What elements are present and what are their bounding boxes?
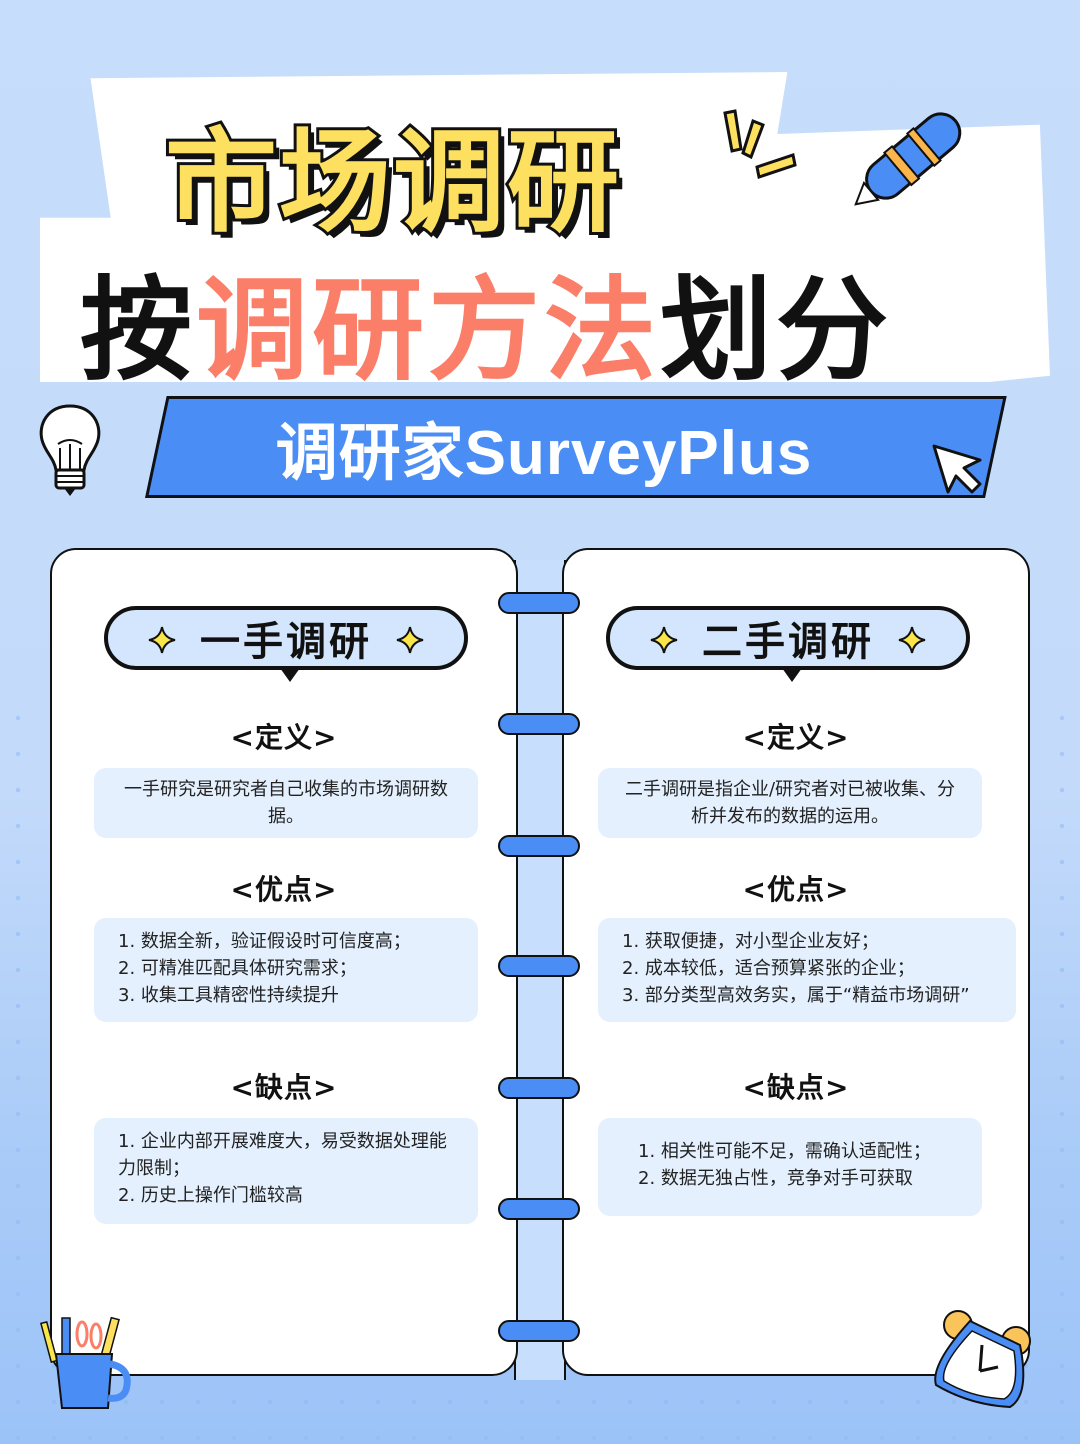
- cursor-arrow-icon: [932, 444, 982, 494]
- cons-item: 1. 相关性可能不足，需确认适配性；: [638, 1141, 931, 1162]
- cons-heading: <缺点>: [230, 1071, 338, 1104]
- pros-item: 3. 部分类型高效务实，属于“精益市场调研”: [622, 985, 970, 1006]
- brand-banner: 调研家SurveyPlus: [275, 419, 813, 488]
- lightbulb-icon: [39, 404, 101, 496]
- cons-item: 2. 历史上操作门槛较高: [118, 1185, 303, 1206]
- cons-item: 1. 企业内部开展难度大，易受数据处理能力限制；: [118, 1131, 447, 1179]
- definition-box: 一手研究是研究者自己收集的市场调研数据。: [94, 768, 478, 838]
- pros-item: 3. 收集工具精密性持续提升: [118, 985, 339, 1006]
- secondary-research-title: 二手调研: [702, 619, 874, 665]
- binder-ring: [498, 1198, 580, 1220]
- pros-box: 1. 数据全新，验证假设时可信度高； 2. 可精准匹配具体研究需求； 3. 收集…: [94, 918, 478, 1022]
- subtitle: 按调研方法划分: [80, 240, 892, 402]
- binder-ring: [498, 592, 580, 614]
- cons-heading: <缺点>: [742, 1071, 850, 1104]
- definition-heading: <定义>: [230, 721, 338, 754]
- primary-research-title: 一手调研: [200, 619, 372, 665]
- pros-item: 1. 获取便捷，对小型企业友好；: [622, 931, 879, 952]
- primary-research-card: 一手调研 <定义> 一手研究是研究者自己收集的市场调研数据。 <优点> 1. 数…: [50, 548, 518, 1376]
- pros-item: 1. 数据全新，验证假设时可信度高；: [118, 931, 411, 952]
- pros-item: 2. 可精准匹配具体研究需求；: [118, 958, 357, 979]
- cons-box: 1. 企业内部开展难度大，易受数据处理能力限制； 2. 历史上操作门槛较高: [94, 1118, 478, 1224]
- primary-research-title-bubble: 一手调研: [104, 606, 468, 682]
- main-title: 市场调研: [162, 115, 622, 251]
- pencil-cup-icon: [40, 1316, 131, 1409]
- cons-box: 1. 相关性可能不足，需确认适配性； 2. 数据无独占性，竞争对手可获取: [598, 1118, 982, 1216]
- star-icon: [650, 626, 678, 654]
- sparkle-lines-icon: [723, 109, 797, 179]
- pros-heading: <优点>: [230, 873, 338, 906]
- binder-ring: [498, 1320, 580, 1342]
- subtitle-suffix: 划分: [660, 266, 892, 396]
- secondary-research-card: 二手调研 <定义> 二手调研是指企业/研究者对已被收集、分析并发布的数据的运用。…: [562, 548, 1030, 1376]
- star-icon: [898, 626, 926, 654]
- pros-heading: <优点>: [742, 873, 850, 906]
- fountain-pen-icon: [854, 112, 962, 206]
- pros-box: 1. 获取便捷，对小型企业友好； 2. 成本较低，适合预算紧张的企业； 3. 部…: [598, 918, 1016, 1022]
- star-icon: [148, 626, 176, 654]
- binder-ring: [498, 1077, 580, 1099]
- subtitle-highlight: 调研方法: [196, 266, 660, 396]
- binder-ring: [498, 835, 580, 857]
- cons-item: 2. 数据无独占性，竞争对手可获取: [638, 1168, 913, 1189]
- alarm-clock-icon: [934, 1310, 1031, 1409]
- binder-ring: [498, 713, 580, 735]
- secondary-research-title-bubble: 二手调研: [606, 606, 970, 682]
- definition-box: 二手调研是指企业/研究者对已被收集、分析并发布的数据的运用。: [598, 768, 982, 838]
- pros-item: 2. 成本较低，适合预算紧张的企业；: [622, 958, 915, 979]
- definition-heading: <定义>: [742, 721, 850, 754]
- subtitle-prefix: 按: [80, 266, 196, 396]
- binder-ring: [498, 955, 580, 977]
- star-icon: [396, 626, 424, 654]
